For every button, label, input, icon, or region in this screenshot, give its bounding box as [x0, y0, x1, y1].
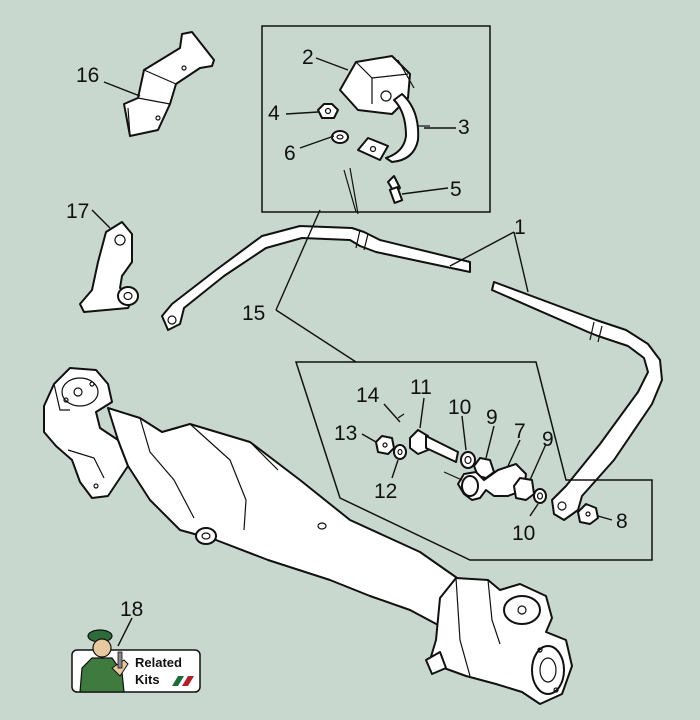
callout-8: 8: [616, 510, 628, 533]
upper-detail-box: [261, 25, 491, 213]
part-5-bolt: [387, 175, 404, 204]
callout-7: 7: [514, 420, 526, 443]
part-4-nut: [317, 103, 339, 119]
callout-3: 3: [458, 116, 470, 139]
related-kits-badge[interactable]: Related Kits: [71, 629, 201, 693]
related-kits-line1: Related: [135, 655, 182, 670]
part-8-nut: [577, 503, 613, 525]
part-10-washer-lower: [529, 488, 547, 517]
callout-10-upper: 10: [448, 396, 471, 419]
clamp-plate: [357, 137, 389, 161]
part-2-bush: [339, 55, 415, 115]
callout-1: 1: [514, 216, 526, 239]
callout-12: 12: [374, 480, 397, 503]
part-9-bush-upper: [473, 425, 495, 479]
part-6-washer: [331, 130, 349, 144]
axle-casing: [43, 367, 573, 705]
part-12-washer: [391, 444, 407, 479]
callout-5: 5: [450, 178, 462, 201]
part-3-strap: [385, 93, 430, 163]
callout-2: 2: [302, 46, 314, 69]
kits-red-stripe: [182, 676, 194, 686]
related-kits-line2: Kits: [135, 672, 160, 687]
callout-15: 15: [242, 302, 265, 325]
part-16-bracket: [103, 31, 215, 137]
part-1-anti-roll-bar: [161, 225, 663, 521]
callout-11: 11: [410, 376, 432, 399]
part-9-bush-lower: [513, 443, 547, 501]
mechanic-icon: [79, 629, 129, 693]
callout-9-upper: 9: [486, 406, 498, 429]
part-13-nut: [361, 433, 395, 455]
callout-13: 13: [334, 422, 357, 445]
part-17-bracket: [79, 209, 139, 313]
callout-10-lower: 10: [512, 522, 535, 545]
callout-6: 6: [284, 142, 296, 165]
lower-detail-box: [294, 361, 653, 561]
callout-9-lower: 9: [542, 428, 554, 451]
callout-14: 14: [356, 384, 380, 407]
part-10-washer-upper: [460, 415, 476, 469]
part-11-bolt: [409, 397, 459, 463]
callout-16: 16: [76, 64, 99, 87]
callout-4: 4: [268, 102, 280, 125]
callout-18: 18: [120, 598, 143, 621]
part-14-split-pin: [383, 403, 405, 423]
callout-17: 17: [66, 200, 89, 223]
kits-green-stripe: [172, 676, 184, 686]
